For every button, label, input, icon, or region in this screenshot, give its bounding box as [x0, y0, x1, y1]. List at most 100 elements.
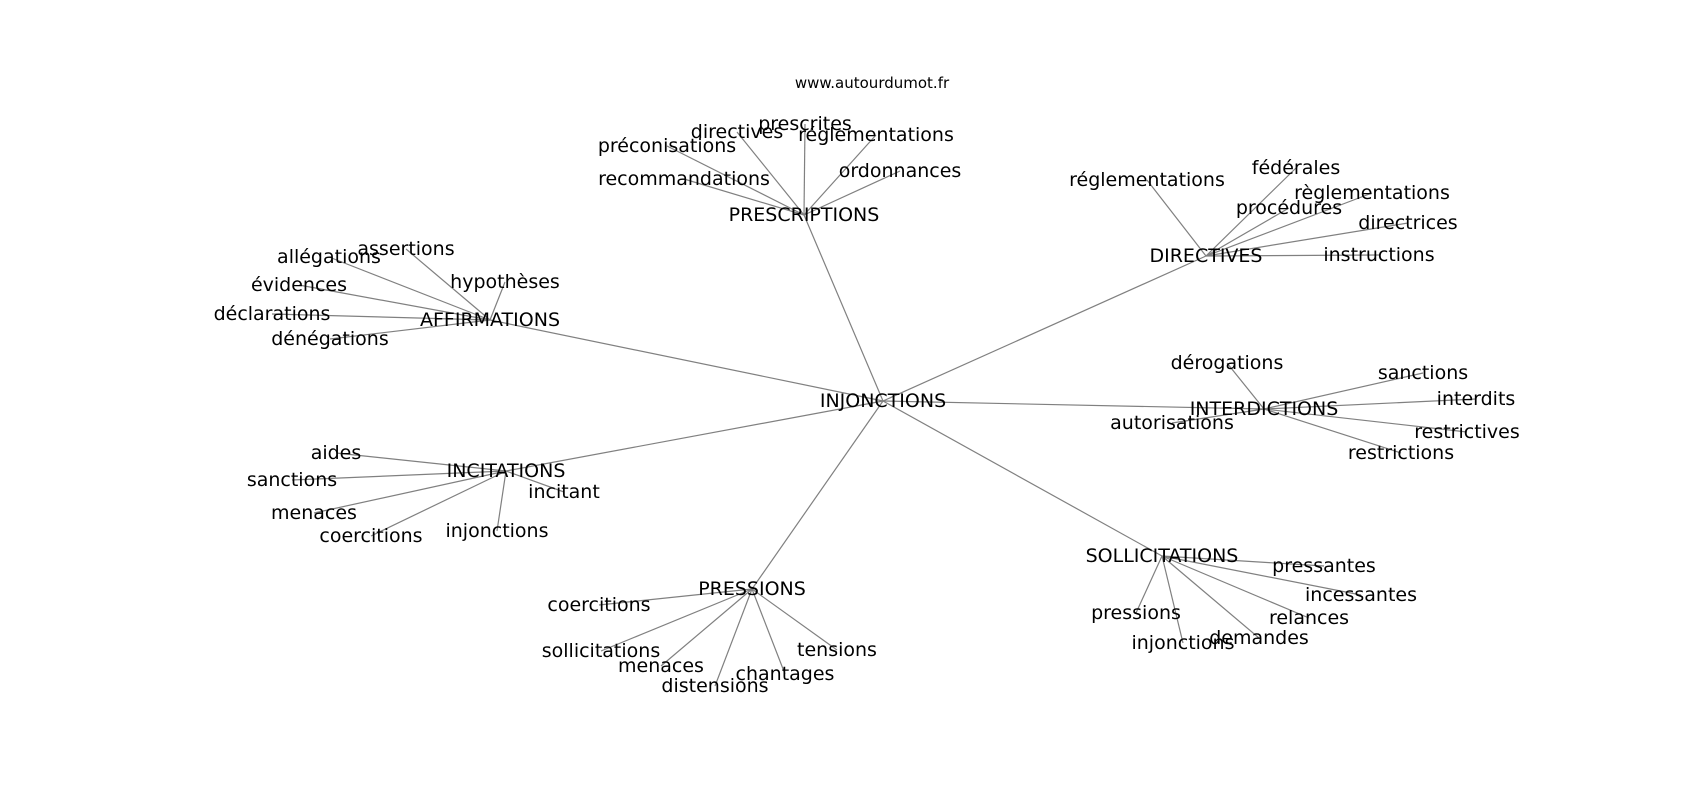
edge: [1161, 555, 1362, 596]
leaf-word: injonctions: [445, 520, 548, 542]
site-url: www.autourdumot.fr: [795, 74, 950, 92]
edge: [803, 134, 877, 216]
leaf-word: ordonnances: [839, 160, 962, 182]
hub-word: AFFIRMATIONS: [420, 309, 560, 331]
edge: [271, 313, 491, 321]
leaf-word: coercitions: [319, 525, 422, 547]
edge: [660, 588, 753, 667]
edge: [1161, 555, 1310, 619]
leaf-word: instructions: [1323, 244, 1434, 266]
leaf-word: recommandations: [598, 168, 770, 190]
edge: [751, 400, 884, 590]
center-word: INJONCTIONS: [820, 390, 946, 412]
edge: [298, 284, 491, 321]
edge: [803, 170, 901, 216]
edge: [1205, 207, 1290, 257]
edge: [313, 470, 507, 514]
edge: [1146, 179, 1207, 257]
edge: [496, 470, 507, 532]
leaf-word: prescrites: [758, 113, 852, 135]
edge: [1263, 398, 1477, 410]
leaf-word: procédures: [1236, 197, 1342, 219]
leaf-word: menaces: [271, 502, 357, 524]
edge: [1171, 408, 1265, 424]
leaf-word: interdits: [1437, 388, 1516, 410]
leaf-word: réglementations: [1069, 169, 1225, 191]
leaf-word: règlementations: [1294, 182, 1450, 204]
leaf-word: directrices: [1358, 212, 1457, 234]
edge: [882, 400, 1163, 557]
edge: [1226, 362, 1265, 410]
edge: [683, 178, 805, 216]
leaf-word: restrictives: [1414, 421, 1520, 443]
leaf-word: pressantes: [1272, 555, 1376, 577]
leaf-word: menaces: [618, 655, 704, 677]
leaf-word: réglementations: [798, 124, 954, 146]
hub-word: PRESCRIPTIONS: [729, 204, 880, 226]
leaf-word: sanctions: [247, 469, 337, 491]
edge: [1263, 408, 1402, 454]
hub-word: SOLLICITATIONS: [1086, 545, 1239, 567]
edge: [1205, 222, 1409, 257]
edge: [803, 214, 884, 402]
edge: [598, 588, 753, 606]
leaf-word: pressions: [1091, 602, 1181, 624]
edge: [1263, 408, 1468, 433]
edge: [329, 319, 491, 340]
edge: [1161, 555, 1325, 567]
leaf-word: chantages: [736, 663, 835, 685]
leaf-word: coercitions: [547, 594, 650, 616]
edge: [1263, 372, 1424, 410]
leaf-word: autorisations: [1110, 412, 1234, 434]
leaf-word: sollicitations: [542, 640, 660, 662]
leaf-word: relances: [1269, 607, 1349, 629]
edge: [291, 470, 507, 481]
edge: [335, 452, 507, 472]
leaf-word: distensions: [661, 675, 768, 697]
labels: www.autourdumot.fr préconisationsdirecti…: [214, 74, 1520, 697]
edge: [489, 319, 884, 402]
leaf-word: incitant: [528, 481, 600, 503]
hub-word: PRESSIONS: [698, 578, 806, 600]
leaf-word: allégations: [277, 246, 381, 268]
leaf-word: fédérales: [1252, 157, 1340, 179]
hub-word: DIRECTIVES: [1150, 245, 1263, 267]
hub-word: INTERDICTIONS: [1190, 398, 1339, 420]
leaf-word: préconisations: [598, 135, 736, 157]
edge: [1135, 555, 1163, 614]
leaf-word: injonctions: [1131, 632, 1234, 654]
leaf-word: dérogations: [1171, 352, 1284, 374]
leaf-word: assertions: [357, 238, 454, 260]
edge: [505, 470, 565, 493]
leaf-word: sanctions: [1378, 362, 1468, 384]
edge: [882, 255, 1207, 402]
leaf-word: demandes: [1209, 627, 1309, 649]
edge: [751, 588, 786, 675]
edge: [1161, 555, 1184, 644]
edge: [803, 123, 806, 216]
edge: [1205, 167, 1297, 257]
edge: [1161, 555, 1260, 639]
edge: [1205, 192, 1373, 257]
edge: [751, 588, 838, 651]
leaf-word: dénégations: [271, 328, 388, 350]
edge: [736, 131, 805, 216]
leaf-word: déclarations: [214, 303, 331, 325]
hub-word: INCITATIONS: [447, 460, 566, 482]
edge: [600, 588, 753, 652]
leaf-word: tensions: [797, 639, 877, 661]
edge: [714, 588, 753, 687]
leaf-word: restrictions: [1348, 442, 1454, 464]
edge: [882, 400, 1265, 410]
leaf-word: aides: [311, 442, 362, 464]
edges: [271, 123, 1477, 687]
edge: [666, 145, 805, 216]
edge: [370, 470, 507, 537]
leaf-word: directives: [691, 121, 783, 143]
leaf-word: évidences: [251, 274, 347, 296]
edge: [489, 281, 506, 321]
edge: [405, 248, 491, 321]
edge: [1205, 254, 1380, 257]
leaf-word: incessantes: [1305, 584, 1417, 606]
